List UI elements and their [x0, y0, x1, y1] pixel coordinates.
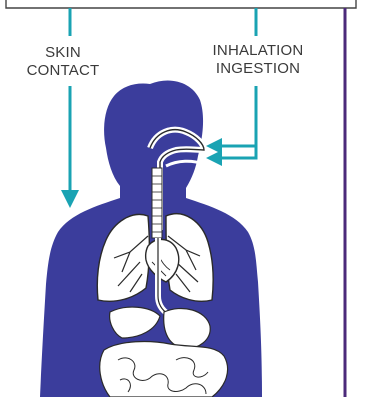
ingestion-line: INGESTION: [196, 60, 320, 78]
inhalation-ingestion-label: INHALATION INGESTION: [196, 42, 320, 78]
skin-contact-line-2: CONTACT: [20, 62, 106, 80]
skin-contact-line-1: SKIN: [20, 44, 106, 62]
skin-contact-arrow-icon: [61, 8, 79, 208]
trachea-icon: [152, 168, 162, 238]
intestines-icon: [100, 342, 228, 397]
inhalation-ingestion-arrow-icon: [206, 8, 256, 166]
inhalation-line: INHALATION: [196, 42, 320, 60]
skin-contact-label: SKIN CONTACT: [20, 44, 106, 80]
top-frame-line: [6, 0, 356, 8]
